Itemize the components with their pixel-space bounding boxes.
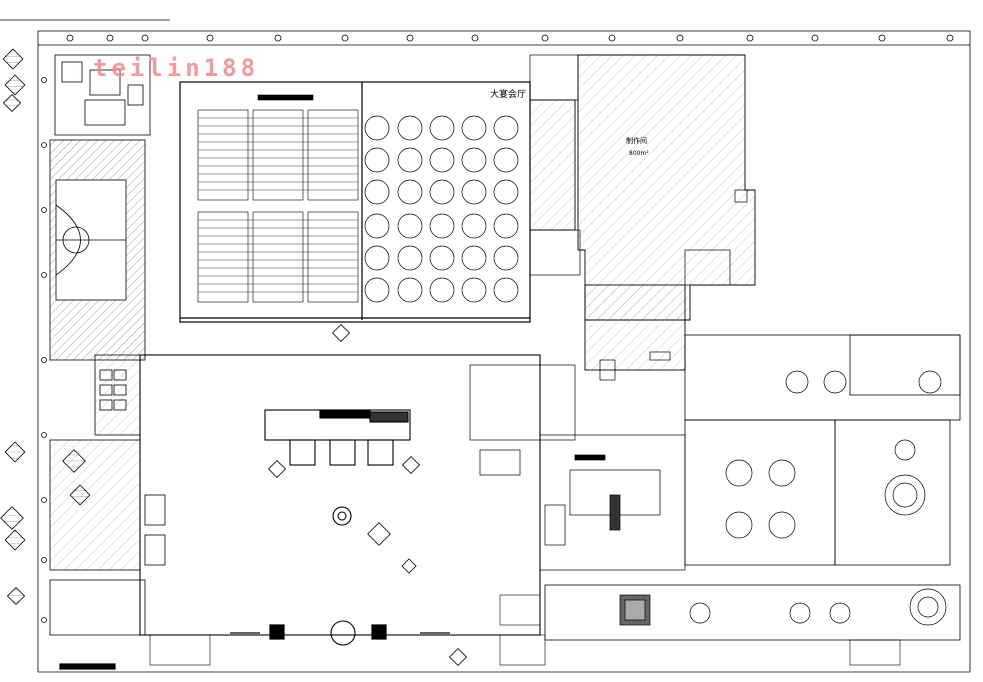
dining-tables [689,370,947,626]
workshop-zone [529,54,756,371]
entrance [59,624,450,670]
grid-markers-top [66,34,954,42]
drawing-frame [0,19,971,673]
theatre-seating [197,94,359,303]
lounge [469,364,686,571]
banquet-round-tables [364,115,519,303]
banquet-hall-label: 大宴会厅 [490,90,527,100]
stairs [149,594,901,666]
lobby [139,354,541,646]
grid-markers-left [41,77,47,623]
workshop-area-label: 800m² [629,150,649,157]
west-rooms [49,354,166,636]
service-block [54,54,151,136]
watermark: teilin188 [93,54,260,82]
basketball-court [49,139,146,361]
workshop-label: 制作间 [626,137,647,145]
private-dining [544,334,961,641]
kitchen-block [529,54,748,381]
lounge-rug [619,594,651,626]
decorative-planters [267,323,468,667]
